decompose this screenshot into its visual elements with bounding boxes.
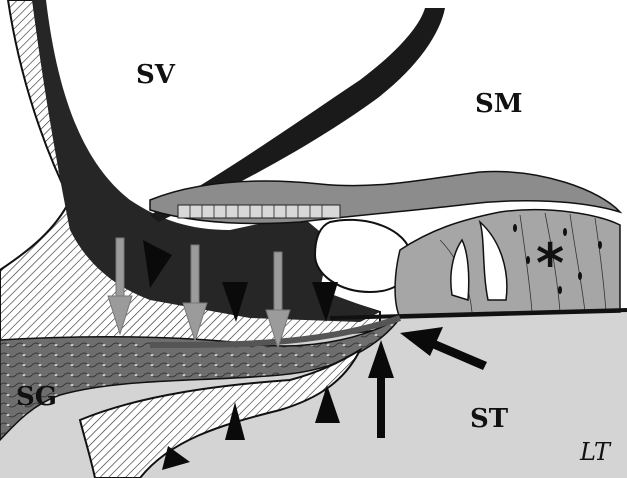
asterisk-marker: * [536, 232, 564, 295]
label-sg: SG [16, 382, 57, 412]
author-signature: LT [579, 438, 612, 466]
label-sv: SV [136, 60, 176, 90]
label-st: ST [470, 404, 509, 434]
label-sm: SM [475, 89, 523, 119]
